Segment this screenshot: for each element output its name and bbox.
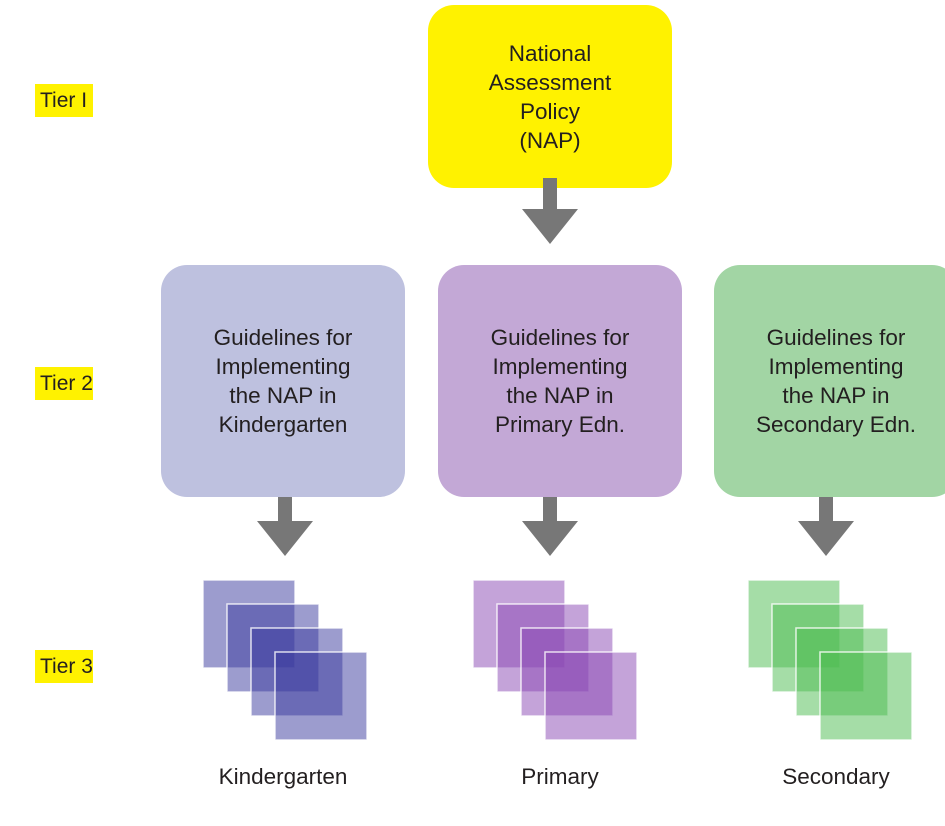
primary-document-stack-icon — [473, 580, 638, 740]
primary-label: Primary — [521, 764, 599, 789]
tier-1-label: Tier I — [35, 84, 93, 117]
secondary-label: Secondary — [782, 764, 890, 789]
tier-2-label: Tier 2 — [35, 367, 93, 400]
primary-guidelines-box: Guidelines for Implementing the NAP in P… — [438, 265, 682, 497]
down-arrow-icon — [522, 490, 578, 556]
down-arrow-icon — [257, 490, 313, 556]
kindergarten-label: Kindergarten — [218, 764, 348, 789]
national-assessment-policy-box: National Assessment Policy (NAP) — [428, 5, 672, 188]
kindergarten-guidelines-box: Guidelines for Implementing the NAP in K… — [161, 265, 405, 497]
document-sheet — [819, 651, 913, 740]
document-sheet — [544, 651, 638, 740]
secondary-guidelines-box: Guidelines for Implementing the NAP in S… — [714, 265, 945, 497]
kindergarten-document-stack-icon — [203, 580, 368, 740]
secondary-document-stack-icon — [748, 580, 913, 740]
document-sheet — [274, 651, 368, 740]
tier-3-label: Tier 3 — [35, 650, 93, 683]
down-arrow-icon — [522, 178, 578, 244]
down-arrow-icon — [798, 490, 854, 556]
